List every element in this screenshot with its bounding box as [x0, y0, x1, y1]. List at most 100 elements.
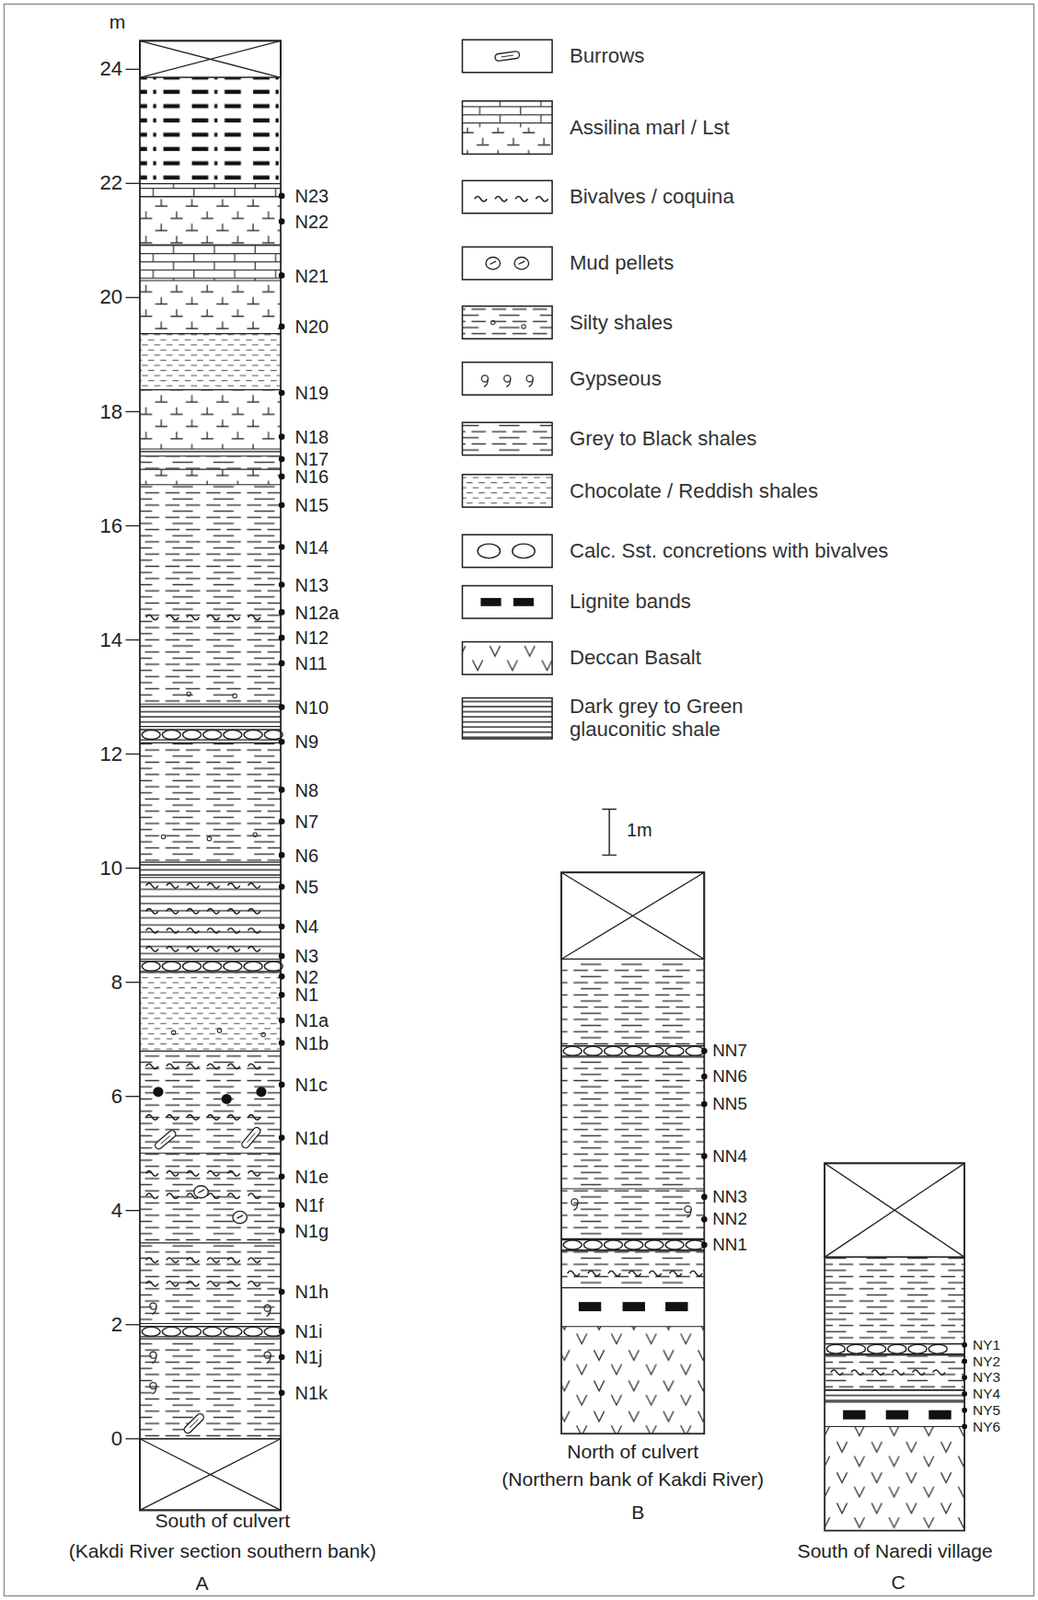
sample-number: N4 [295, 916, 320, 937]
concretion-symbol [583, 1240, 602, 1250]
dot-symbol [278, 953, 286, 960]
mud-pellet [236, 1215, 243, 1219]
sample-number: NY3 [972, 1370, 1001, 1386]
sample-number: N23 [295, 185, 330, 207]
concretion-symbol [141, 730, 161, 740]
concretion-band [139, 729, 281, 740]
layer-boundary [139, 455, 281, 457]
scale-value: 8 [111, 970, 123, 993]
legend-text: Mud pellets [569, 251, 674, 276]
column-outline [824, 1163, 965, 1531]
scale-value: 10 [99, 856, 123, 879]
rock-layer [139, 334, 281, 391]
layer-boundary [824, 1354, 965, 1356]
legend-text: Assilina marl / Lst [569, 115, 730, 140]
concretion-symbol [583, 1046, 602, 1056]
dot-symbol [961, 1359, 968, 1365]
scale-value: 20 [99, 286, 123, 309]
rock-layer [139, 196, 281, 245]
axis-tick [125, 411, 140, 413]
sample-number: N1i [295, 1321, 323, 1342]
unexposed-box [139, 1439, 281, 1511]
bivalve-symbol [146, 614, 261, 621]
sample-number: N18 [295, 426, 330, 448]
sample-number: N1h [295, 1281, 330, 1303]
gypsum-symbol [151, 1355, 157, 1364]
scale-value: 18 [99, 400, 123, 423]
rock-layer [139, 184, 281, 197]
sample-number: N3 [295, 945, 320, 967]
legend-swatch [461, 422, 553, 455]
column-caption: (Kakdi River section southern bank) [69, 1540, 377, 1562]
concretion-symbol [888, 1344, 907, 1354]
legend-text: Gypseous [569, 367, 662, 392]
concretion-symbol [183, 961, 202, 971]
dot-symbol [701, 1101, 708, 1108]
sample-number: N1j [295, 1347, 323, 1368]
concretion-symbol [141, 1326, 161, 1337]
axis-tick [125, 639, 140, 641]
legend-text: Lignite bands [569, 590, 692, 615]
lignite-band [578, 1302, 601, 1312]
rock-layer [561, 1057, 704, 1189]
concretion-symbol [203, 730, 222, 740]
sample-number: NY4 [972, 1386, 1001, 1403]
silt-symbol [171, 1030, 175, 1035]
mud-pellet [197, 1189, 205, 1193]
dot-symbol [278, 193, 286, 200]
dot-symbol [221, 1094, 232, 1105]
concretion-symbol [183, 1326, 202, 1337]
gypsum-symbol [686, 1209, 692, 1218]
legend-swatch [461, 698, 553, 739]
rock-layer [561, 959, 704, 1047]
column-caption: South of Naredi village [797, 1540, 993, 1562]
burrow-symbol [240, 1126, 262, 1150]
dot-symbol [278, 660, 286, 668]
axis-tick [125, 1438, 140, 1440]
scale-bar [601, 808, 617, 855]
silt-symbol [217, 1028, 221, 1033]
gypsum-symbol [573, 1201, 578, 1211]
rock-layer [139, 877, 281, 960]
rock-layer [561, 1326, 704, 1434]
layer-boundary [561, 1326, 704, 1327]
column-caption: South of culvert [155, 1510, 291, 1532]
axis-tick [125, 981, 140, 983]
column-letter: B [631, 1501, 645, 1523]
dot-symbol [255, 1086, 266, 1097]
rock-layer [139, 77, 281, 184]
dot-symbol [278, 991, 286, 999]
unexposed-box [561, 872, 704, 959]
column-letter: A [196, 1573, 209, 1595]
layer-boundary [139, 862, 281, 864]
concretion-symbol [665, 1240, 684, 1250]
axis-tick [125, 1210, 140, 1211]
gypsum-symbol [264, 1304, 271, 1312]
bivalve-symbol [146, 883, 261, 889]
unexposed-cross [561, 872, 704, 959]
rock-layer [139, 390, 281, 450]
dot-symbol [278, 1390, 286, 1397]
concretion-symbol [203, 1326, 222, 1337]
sample-number: NN6 [712, 1067, 748, 1087]
sample-number: N1g [295, 1221, 330, 1242]
concretion-symbol [161, 730, 181, 740]
rock-layer [139, 1153, 281, 1244]
bivalve-symbol [146, 1257, 261, 1264]
bivalve-symbol [567, 1270, 703, 1277]
sample-number: N13 [295, 575, 330, 596]
rock-layer [139, 280, 281, 335]
sample-number: N6 [295, 845, 320, 866]
dot-symbol [278, 581, 286, 589]
rock-layer [139, 742, 281, 863]
gypsum-symbol [264, 1351, 271, 1359]
layer-boundary [561, 1250, 704, 1252]
unexposed-cross [139, 40, 281, 78]
concretion-symbol [243, 730, 263, 740]
layer-boundary [139, 958, 281, 960]
lignite-band [622, 1302, 646, 1312]
layer-boundary [139, 448, 281, 450]
dot-symbol [701, 1073, 708, 1081]
